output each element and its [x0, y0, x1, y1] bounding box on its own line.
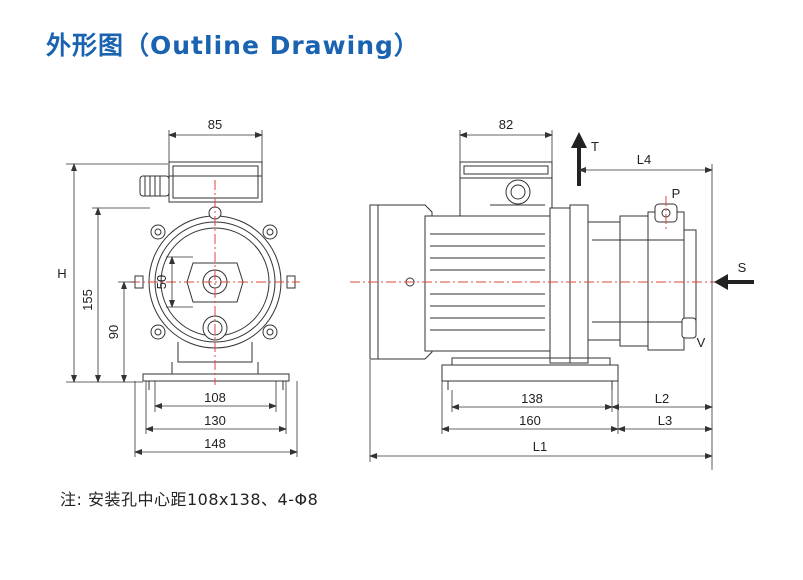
- label-t: T: [591, 139, 599, 154]
- dim-50-label: 50: [154, 275, 169, 289]
- side-view: [369, 161, 697, 390]
- dim-l2-label: L2: [655, 391, 669, 406]
- dim-155-label: 155: [80, 289, 95, 311]
- dim-138-label: 138: [521, 391, 543, 406]
- dim-85-label: 85: [208, 117, 222, 132]
- dim-160-label: 160: [519, 413, 541, 428]
- page-title: 外形图（Outline Drawing）: [46, 31, 420, 60]
- label-v: V: [697, 335, 706, 350]
- dim-h-label: H: [57, 266, 66, 281]
- dim-l3-label: L3: [658, 413, 672, 428]
- dim-130-label: 130: [204, 413, 226, 428]
- mounting-note: 注: 安装孔中心距108x138、4-Φ8: [60, 490, 319, 509]
- front-centerlines: [130, 180, 300, 385]
- side-centerline: [350, 196, 720, 283]
- side-dimensions: [369, 130, 713, 470]
- dim-90-label: 90: [106, 325, 121, 339]
- flow-arrows: [571, 132, 754, 290]
- front-dimensions: [66, 130, 298, 457]
- label-p: P: [672, 186, 681, 201]
- dim-148-label: 148: [204, 436, 226, 451]
- dim-108-label: 108: [204, 390, 226, 405]
- dim-l4-label: L4: [637, 152, 651, 167]
- dim-82-label: 82: [499, 117, 513, 132]
- dim-l1-label: L1: [533, 439, 547, 454]
- label-s: S: [738, 260, 747, 275]
